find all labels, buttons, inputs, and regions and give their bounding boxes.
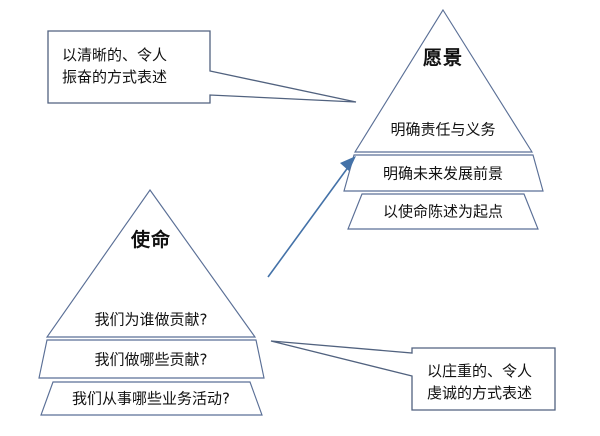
- vision-callout-box[interactable]: [47, 30, 357, 104]
- vision-callout-group: [47, 30, 357, 104]
- mission-band-2-label: 我们做哪些贡献?: [94, 350, 208, 369]
- mission-callout-text: 以庄重的、令人 虔诚的方式表述: [427, 362, 533, 402]
- vision-callout-text: 以清晰的、令人 振奋的方式表述: [62, 46, 168, 86]
- mission-title: 使命: [130, 229, 172, 252]
- mission-band-2[interactable]: [38, 339, 265, 379]
- vision-title: 愿景: [422, 47, 464, 70]
- mission-callout-box[interactable]: [270, 340, 556, 411]
- vision-band-apex[interactable]: [353, 8, 534, 153]
- vision-band-2-label: 明确未来发展前景: [382, 164, 504, 183]
- vision-band-2[interactable]: [343, 154, 544, 192]
- vision-band-1-label: 明确责任与义务: [390, 120, 496, 139]
- mission-band-apex[interactable]: [45, 189, 257, 338]
- mission-callout-group: [270, 340, 556, 411]
- vision-band-3-label: 以使命陈述为起点: [382, 202, 504, 221]
- arrow-head: [340, 156, 356, 171]
- arrow-shaft: [267, 165, 350, 278]
- vision-band-3[interactable]: [347, 193, 539, 230]
- mission-pyramid: [38, 189, 265, 416]
- mission-to-vision-arrow[interactable]: [267, 156, 356, 278]
- mission-band-1-label: 我们为谁做贡献?: [94, 310, 208, 329]
- vision-pyramid: [343, 8, 544, 230]
- mission-band-3[interactable]: [40, 381, 263, 416]
- mission-band-3-label: 我们从事哪些业务活动?: [72, 389, 230, 408]
